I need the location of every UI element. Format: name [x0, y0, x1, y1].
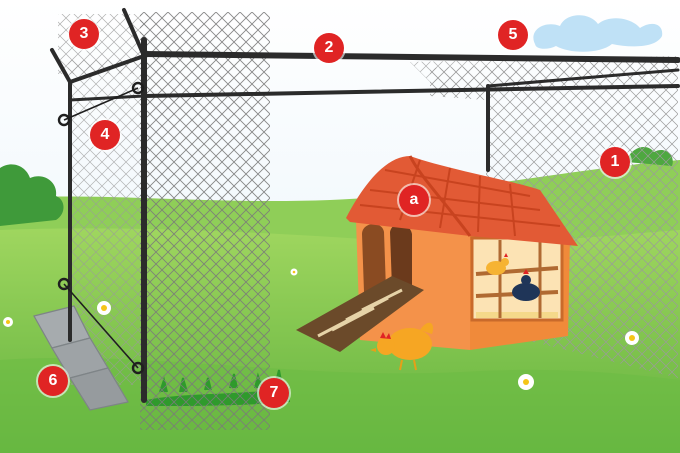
- daisy-icon: [625, 331, 639, 345]
- daisy-icon: [518, 374, 534, 390]
- callout-3: 3: [69, 19, 99, 49]
- daisy-icon: [291, 269, 298, 276]
- callout-2: 2: [314, 33, 344, 63]
- callout-4: 4: [90, 120, 120, 150]
- daisy-icon: [3, 317, 13, 327]
- callout-7: 7: [259, 378, 289, 408]
- callout-5: 5: [498, 20, 528, 50]
- roof-mesh-left: [58, 14, 148, 74]
- callout-a: a: [399, 185, 429, 215]
- callout-1: 1: [600, 147, 630, 177]
- front-mesh-panel: [140, 12, 270, 430]
- daisy-icon: [97, 301, 111, 315]
- callout-6: 6: [38, 366, 68, 396]
